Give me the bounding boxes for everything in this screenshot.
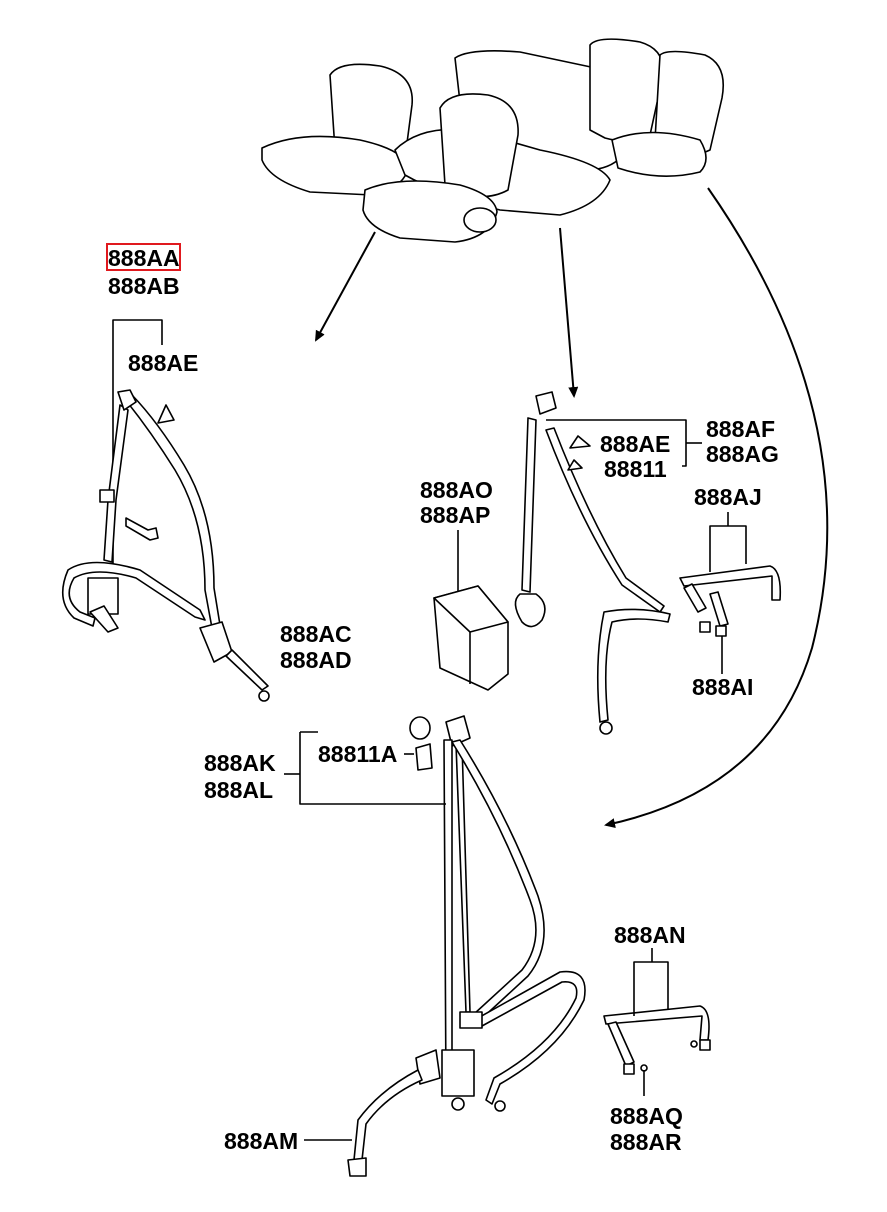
label-88811[interactable]: 88811 — [604, 456, 667, 482]
label-888aq[interactable]: 888AQ — [610, 1103, 683, 1129]
front-right-belt-assembly — [514, 391, 782, 735]
label-888ao[interactable]: 888AO — [420, 477, 493, 503]
label-888ai[interactable]: 888AI — [692, 674, 754, 700]
label-888am[interactable]: 888AM — [224, 1128, 299, 1154]
rear-belt-assembly — [284, 715, 586, 1177]
label-888ae-left[interactable]: 888AE — [128, 350, 199, 376]
label-888an[interactable]: 888AN — [614, 922, 686, 948]
label-88811a[interactable]: 88811A — [318, 741, 398, 767]
pointer-arrows — [315, 187, 829, 829]
highlight-box — [106, 243, 181, 271]
seats-illustration — [261, 38, 724, 243]
label-888ar[interactable]: 888AR — [610, 1129, 682, 1155]
label-888ak[interactable]: 888AK — [204, 750, 276, 776]
label-888ap[interactable]: 888AP — [420, 502, 491, 528]
label-888al[interactable]: 888AL — [204, 777, 274, 803]
label-888af[interactable]: 888AF — [706, 416, 776, 442]
rear-buckle-assembly — [603, 948, 711, 1096]
label-888ac[interactable]: 888AC — [280, 621, 352, 647]
label-888ab[interactable]: 888AB — [108, 273, 180, 299]
front-left-belt-assembly — [61, 319, 270, 702]
control-box-part — [433, 530, 509, 691]
label-888aa[interactable]: 888AA — [108, 245, 180, 271]
label-888aj[interactable]: 888AJ — [694, 484, 762, 510]
label-888ad[interactable]: 888AD — [280, 647, 352, 673]
label-888ag[interactable]: 888AG — [706, 441, 779, 467]
label-888ae-right[interactable]: 888AE — [600, 431, 671, 457]
